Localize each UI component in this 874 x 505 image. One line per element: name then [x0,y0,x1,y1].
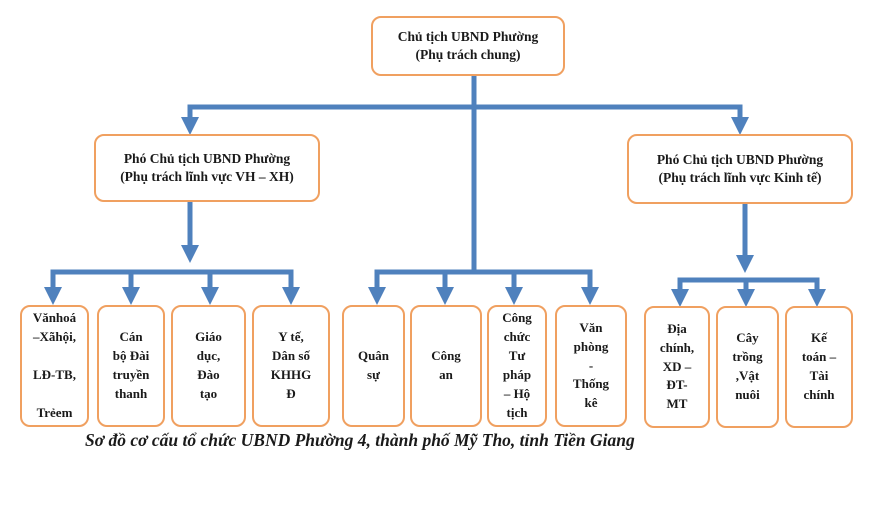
dept-ke-toan-tai-chinh-box: Kế toán – Tài chính [785,306,853,428]
dept-quan-su-box: Quân sự [342,305,405,427]
dept-cong-an-box: Công an [410,305,482,427]
dept-van-hoa-xa-hoi-box: Vănhoá –Xãhội, LĐ-TB, Trẻem [20,305,89,427]
dept-giao-duc-box: Giáo dục, Đào tạo [171,305,246,427]
deputy-chairman-social-box: Phó Chủ tịch UBND Phường (Phụ trách lĩnh… [94,134,320,202]
deputy-chairman-economy-box: Phó Chủ tịch UBND Phường (Phụ trách lĩnh… [627,134,853,204]
dept-dai-truyen-thanh-box: Cán bộ Đài truyền thanh [97,305,165,427]
chairman-box: Chủ tịch UBND Phường (Phụ trách chung) [371,16,565,76]
dept-y-te-dan-so-box: Y tế, Dân số KHHG Đ [252,305,330,427]
dept-cay-trong-vat-nuoi-box: Cây trồng ,Vật nuôi [716,306,779,428]
dept-dia-chinh-box: Địa chính, XD – ĐT- MT [644,306,710,428]
dept-van-phong-thong-ke-box: Văn phòng - Thống kê [555,305,627,427]
diagram-caption: Sơ đồ cơ cấu tổ chức UBND Phường 4, thàn… [85,430,635,450]
dept-tu-phap-ho-tich-box: Công chức Tư pháp – Hộ tịch [487,305,547,427]
